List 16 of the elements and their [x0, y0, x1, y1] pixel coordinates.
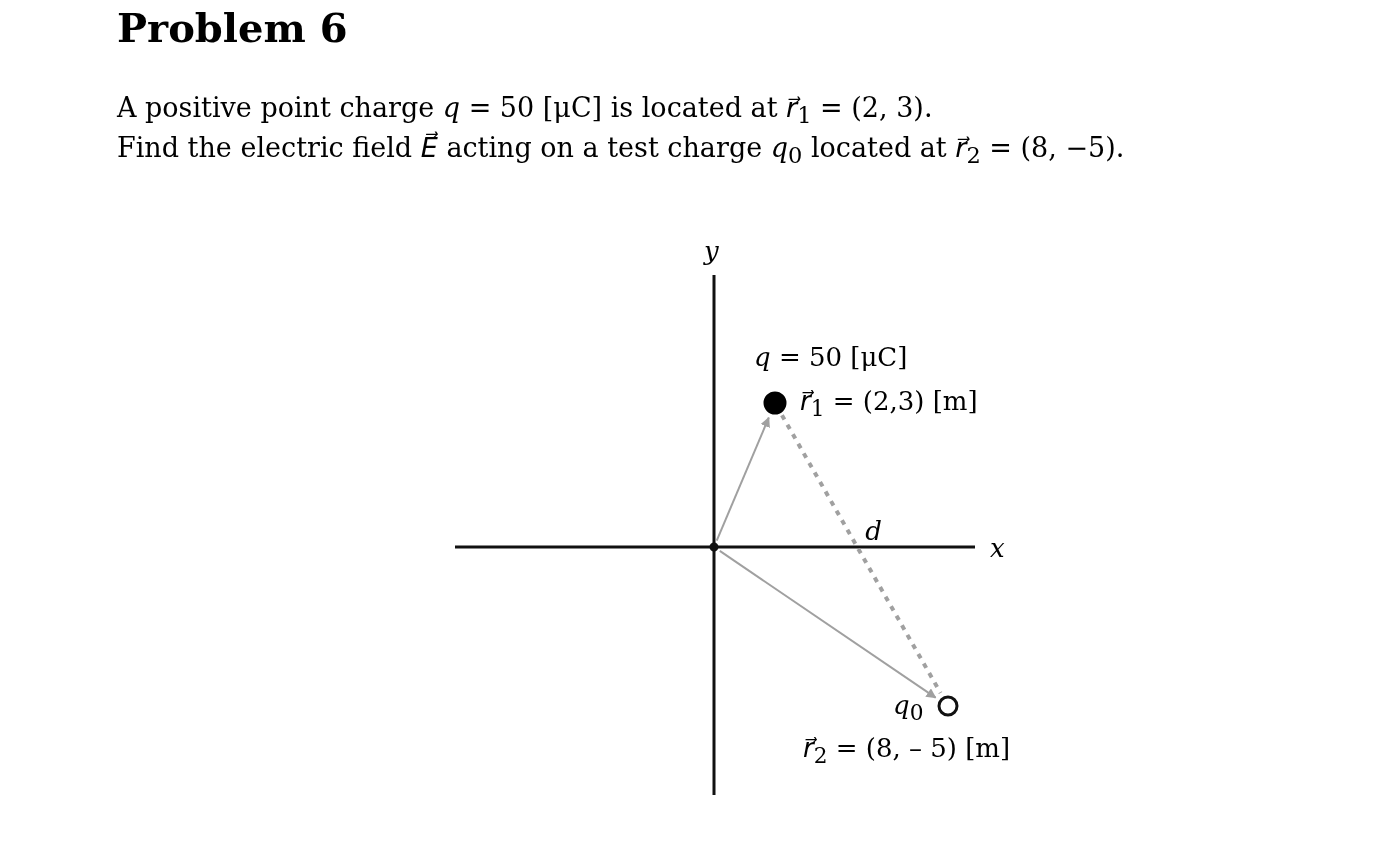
test-charge — [937, 695, 959, 717]
origin-point — [709, 542, 719, 552]
position-label: r⃗$_{1}$ = (2,3) [m] — [800, 386, 978, 422]
point-charge — [763, 391, 787, 415]
problem-statement: Find the electric field E⃗ acting on a test charge q$_{0}$ located at r⃗$_{2}$ = (8, −5). — [117, 132, 1125, 169]
distance-line — [780, 414, 943, 694]
position-vector-arrow — [718, 549, 937, 699]
position-label: r⃗$_{2}$ = (8, – 5) [m] — [803, 733, 1011, 769]
charge-label: q = 50 [μC] — [754, 342, 908, 372]
edge-label: d — [865, 516, 882, 547]
problem-statement: A positive point charge q = 50 [μC] is located at r⃗$_{1}$ = (2, 3). — [117, 92, 933, 129]
charge-label: q$_{0}$ — [893, 690, 924, 726]
axis-label: y — [704, 236, 719, 266]
problem-title: Problem 6 — [117, 4, 348, 51]
axis-label: x — [990, 533, 1005, 563]
position-vector-arrow — [715, 416, 770, 542]
